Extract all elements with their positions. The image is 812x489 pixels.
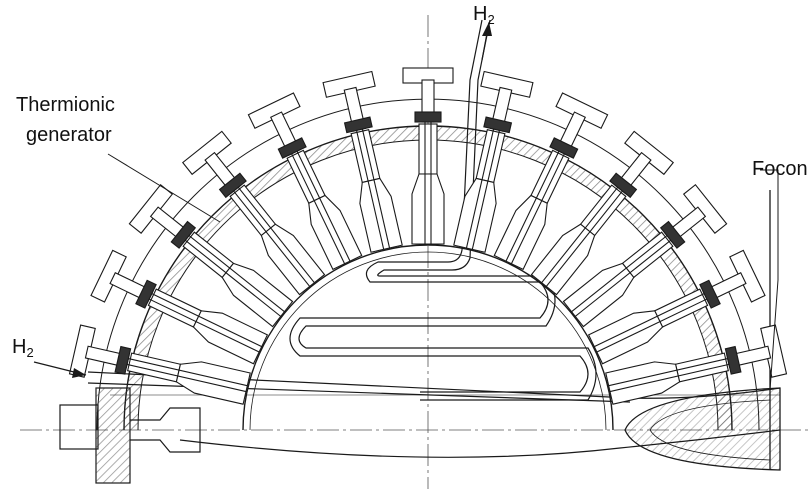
serpentine-coolant-pipe xyxy=(289,19,597,401)
h2-outlet-label: H2 xyxy=(473,3,495,31)
generator-module-icon xyxy=(402,67,454,245)
generator-module-icon xyxy=(247,92,363,271)
generator-modules xyxy=(68,67,788,405)
h2-outlet-label-main: H xyxy=(473,3,488,25)
h2-outlet-arrow xyxy=(481,22,492,61)
thermionic-leader-line xyxy=(107,153,221,223)
focon-label: Focon xyxy=(752,158,808,180)
h2-inlet-label-sub: 2 xyxy=(26,345,34,360)
generator-module-icon xyxy=(322,70,403,253)
h2-inlet-label-main: H xyxy=(12,336,27,358)
generator-module-icon xyxy=(90,249,269,365)
focon-leader-line xyxy=(760,169,779,391)
generator-module-icon xyxy=(68,324,251,405)
generator-module-icon xyxy=(587,249,766,365)
generator-module-icon xyxy=(605,324,788,405)
hydrogen-nozzle xyxy=(59,371,781,484)
generator-module-icon xyxy=(128,183,294,328)
h2-inlet-label: H2 xyxy=(12,336,34,364)
generator-module-icon xyxy=(493,92,609,271)
generator-module-icon xyxy=(562,183,728,328)
thermionic-label-line2: generator xyxy=(26,124,112,146)
h2-outlet-label-sub: 2 xyxy=(487,12,495,27)
thermionic-label-line1: Thermionic xyxy=(16,94,115,116)
h2-inlet-arrow xyxy=(33,361,87,378)
generator-module-icon xyxy=(530,130,675,296)
generator-module-icon xyxy=(181,130,326,296)
generator-module-icon xyxy=(453,70,534,253)
